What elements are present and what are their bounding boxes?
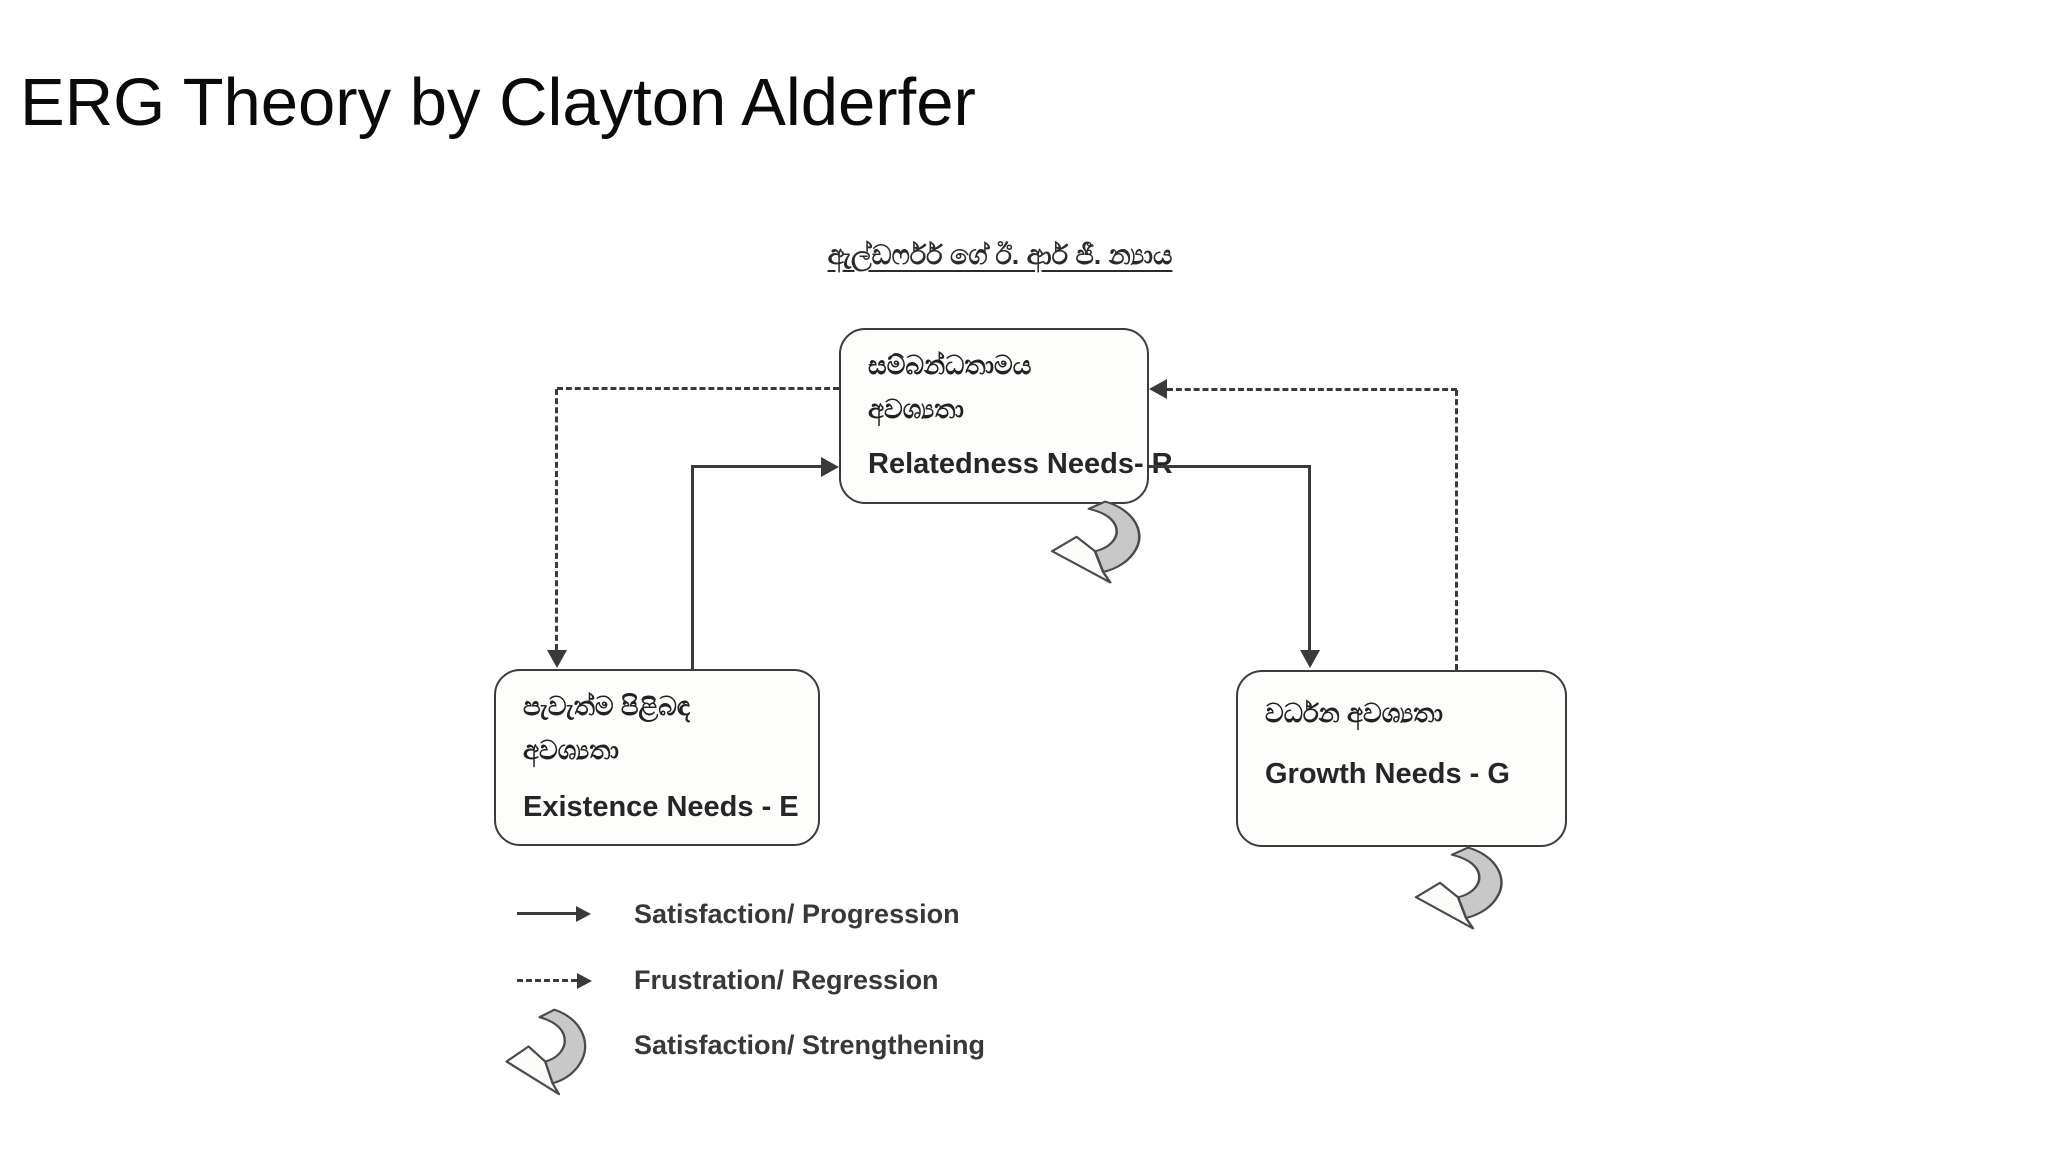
solid-arrowhead-into-growth-icon xyxy=(1300,650,1320,668)
legend-curved-arrow-icon xyxy=(505,1008,587,1096)
legend-dashed-arrowhead-icon xyxy=(577,973,592,989)
relatedness-english-label: Relatedness Needs- R xyxy=(868,448,1173,480)
existence-sinhala-line2: අවශ්‍යතා xyxy=(523,735,619,765)
solid-arrow-e-to-r-vertical xyxy=(691,467,694,670)
solid-arrow-r-to-g-horizontal xyxy=(1147,465,1309,468)
growth-sinhala-line1: වර්ධන අවශ්‍යතා xyxy=(1265,698,1443,728)
growth-english-label: Growth Needs - G xyxy=(1265,758,1510,790)
dashed-arrowhead-into-relatedness-icon xyxy=(1149,379,1167,399)
solid-arrow-r-to-g-vertical xyxy=(1308,465,1311,650)
curved-arrow-relatedness-icon xyxy=(1050,500,1141,584)
existence-english-label: Existence Needs - E xyxy=(523,791,799,823)
legend-solid-arrowhead-icon xyxy=(576,906,591,922)
dashed-arrow-g-to-r-vertical xyxy=(1455,390,1458,670)
relatedness-sinhala-line1: සම්බන්ධතාමය xyxy=(868,350,1032,380)
diagram-heading-sinhala: ඇල්ඩර්ෆර් ගේ ඊ. ආර් ජී. න්‍යාය xyxy=(827,240,1173,270)
dashed-arrow-r-to-e-vertical xyxy=(555,389,558,650)
curved-arrow-growth-icon xyxy=(1414,846,1503,930)
dashed-arrow-g-to-r-horizontal xyxy=(1167,388,1457,391)
legend-solid-arrow-icon xyxy=(517,912,576,915)
legend-label-satisfaction-strengthening: Satisfaction/ Strengthening xyxy=(634,1030,986,1060)
legend-label-satisfaction-progression: Satisfaction/ Progression xyxy=(634,899,960,929)
node-relatedness-needs: සම්බන්ධතාමය අවශ්‍යතා Relatedness Needs- … xyxy=(839,328,1173,504)
node-growth-needs: වර්ධන අවශ්‍යතා Growth Needs - G xyxy=(1236,670,1567,847)
legend-dashed-arrow-icon xyxy=(517,979,577,982)
page-title: ERG Theory by Clayton Alderfer xyxy=(20,65,976,140)
solid-arrow-e-to-r-horizontal xyxy=(691,465,821,468)
dashed-arrowhead-into-existence-icon xyxy=(547,650,567,668)
relatedness-sinhala-line2: අවශ්‍යතා xyxy=(868,394,964,424)
legend-label-frustration-regression: Frustration/ Regression xyxy=(634,965,939,995)
dashed-arrow-r-to-e-horizontal xyxy=(557,387,839,390)
existence-sinhala-line1: පැවැත්ම පිළිබඳ xyxy=(523,691,691,721)
node-existence-needs: පැවැත්ම පිළිබඳ අවශ්‍යතා Existence Needs … xyxy=(494,669,820,846)
solid-arrowhead-into-relatedness-icon xyxy=(821,457,839,477)
